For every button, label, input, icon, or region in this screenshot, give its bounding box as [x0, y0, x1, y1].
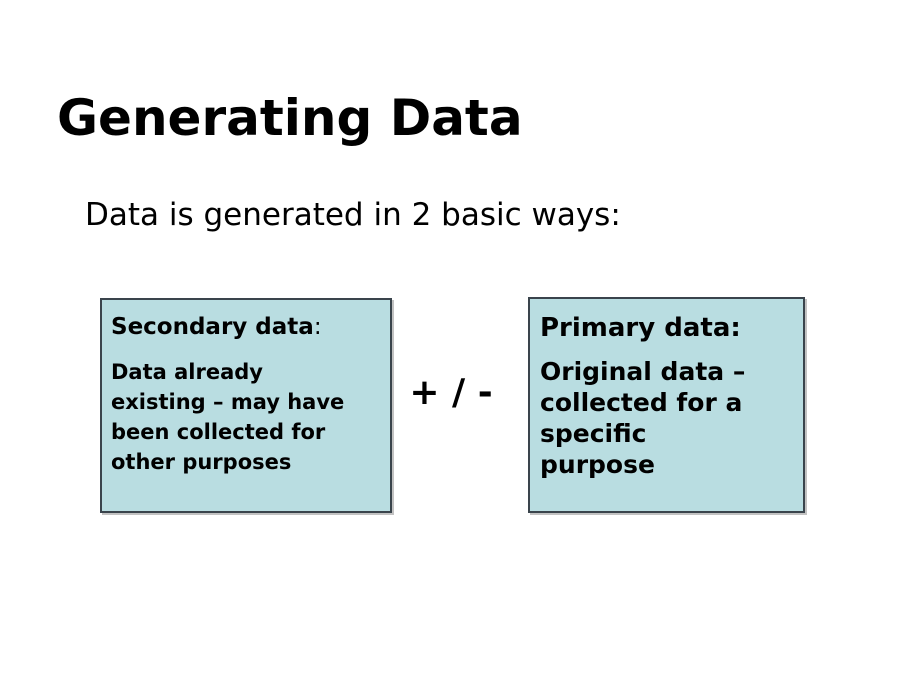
secondary-body-line: Data already [111, 360, 263, 384]
secondary-body-line: other purposes [111, 450, 292, 474]
secondary-body-line: existing – may have [111, 390, 345, 414]
secondary-data-box-title-text: Secondary data [111, 314, 314, 340]
primary-body-line: collected for a [540, 388, 743, 417]
slide-subtitle: Data is generated in 2 basic ways: [85, 197, 621, 233]
slide-title: Generating Data [57, 88, 523, 147]
primary-data-box-body: Original data – collected for a specific… [540, 356, 795, 480]
primary-data-box: Primary data: Original data – collected … [528, 297, 805, 513]
primary-body-line: Original data – [540, 357, 746, 386]
secondary-data-box: Secondary data: Data already existing – … [100, 298, 392, 513]
primary-data-box-title: Primary data: [540, 313, 741, 343]
secondary-data-box-title-colon: : [313, 314, 322, 340]
primary-body-line: purpose [540, 450, 655, 479]
secondary-data-box-body: Data already existing – may have been co… [111, 357, 382, 477]
secondary-data-box-title: Secondary data: [111, 312, 382, 342]
secondary-body-line: been collected for [111, 420, 326, 444]
primary-body-line: specific [540, 419, 647, 448]
plus-minus-operator: + / - [409, 372, 493, 413]
